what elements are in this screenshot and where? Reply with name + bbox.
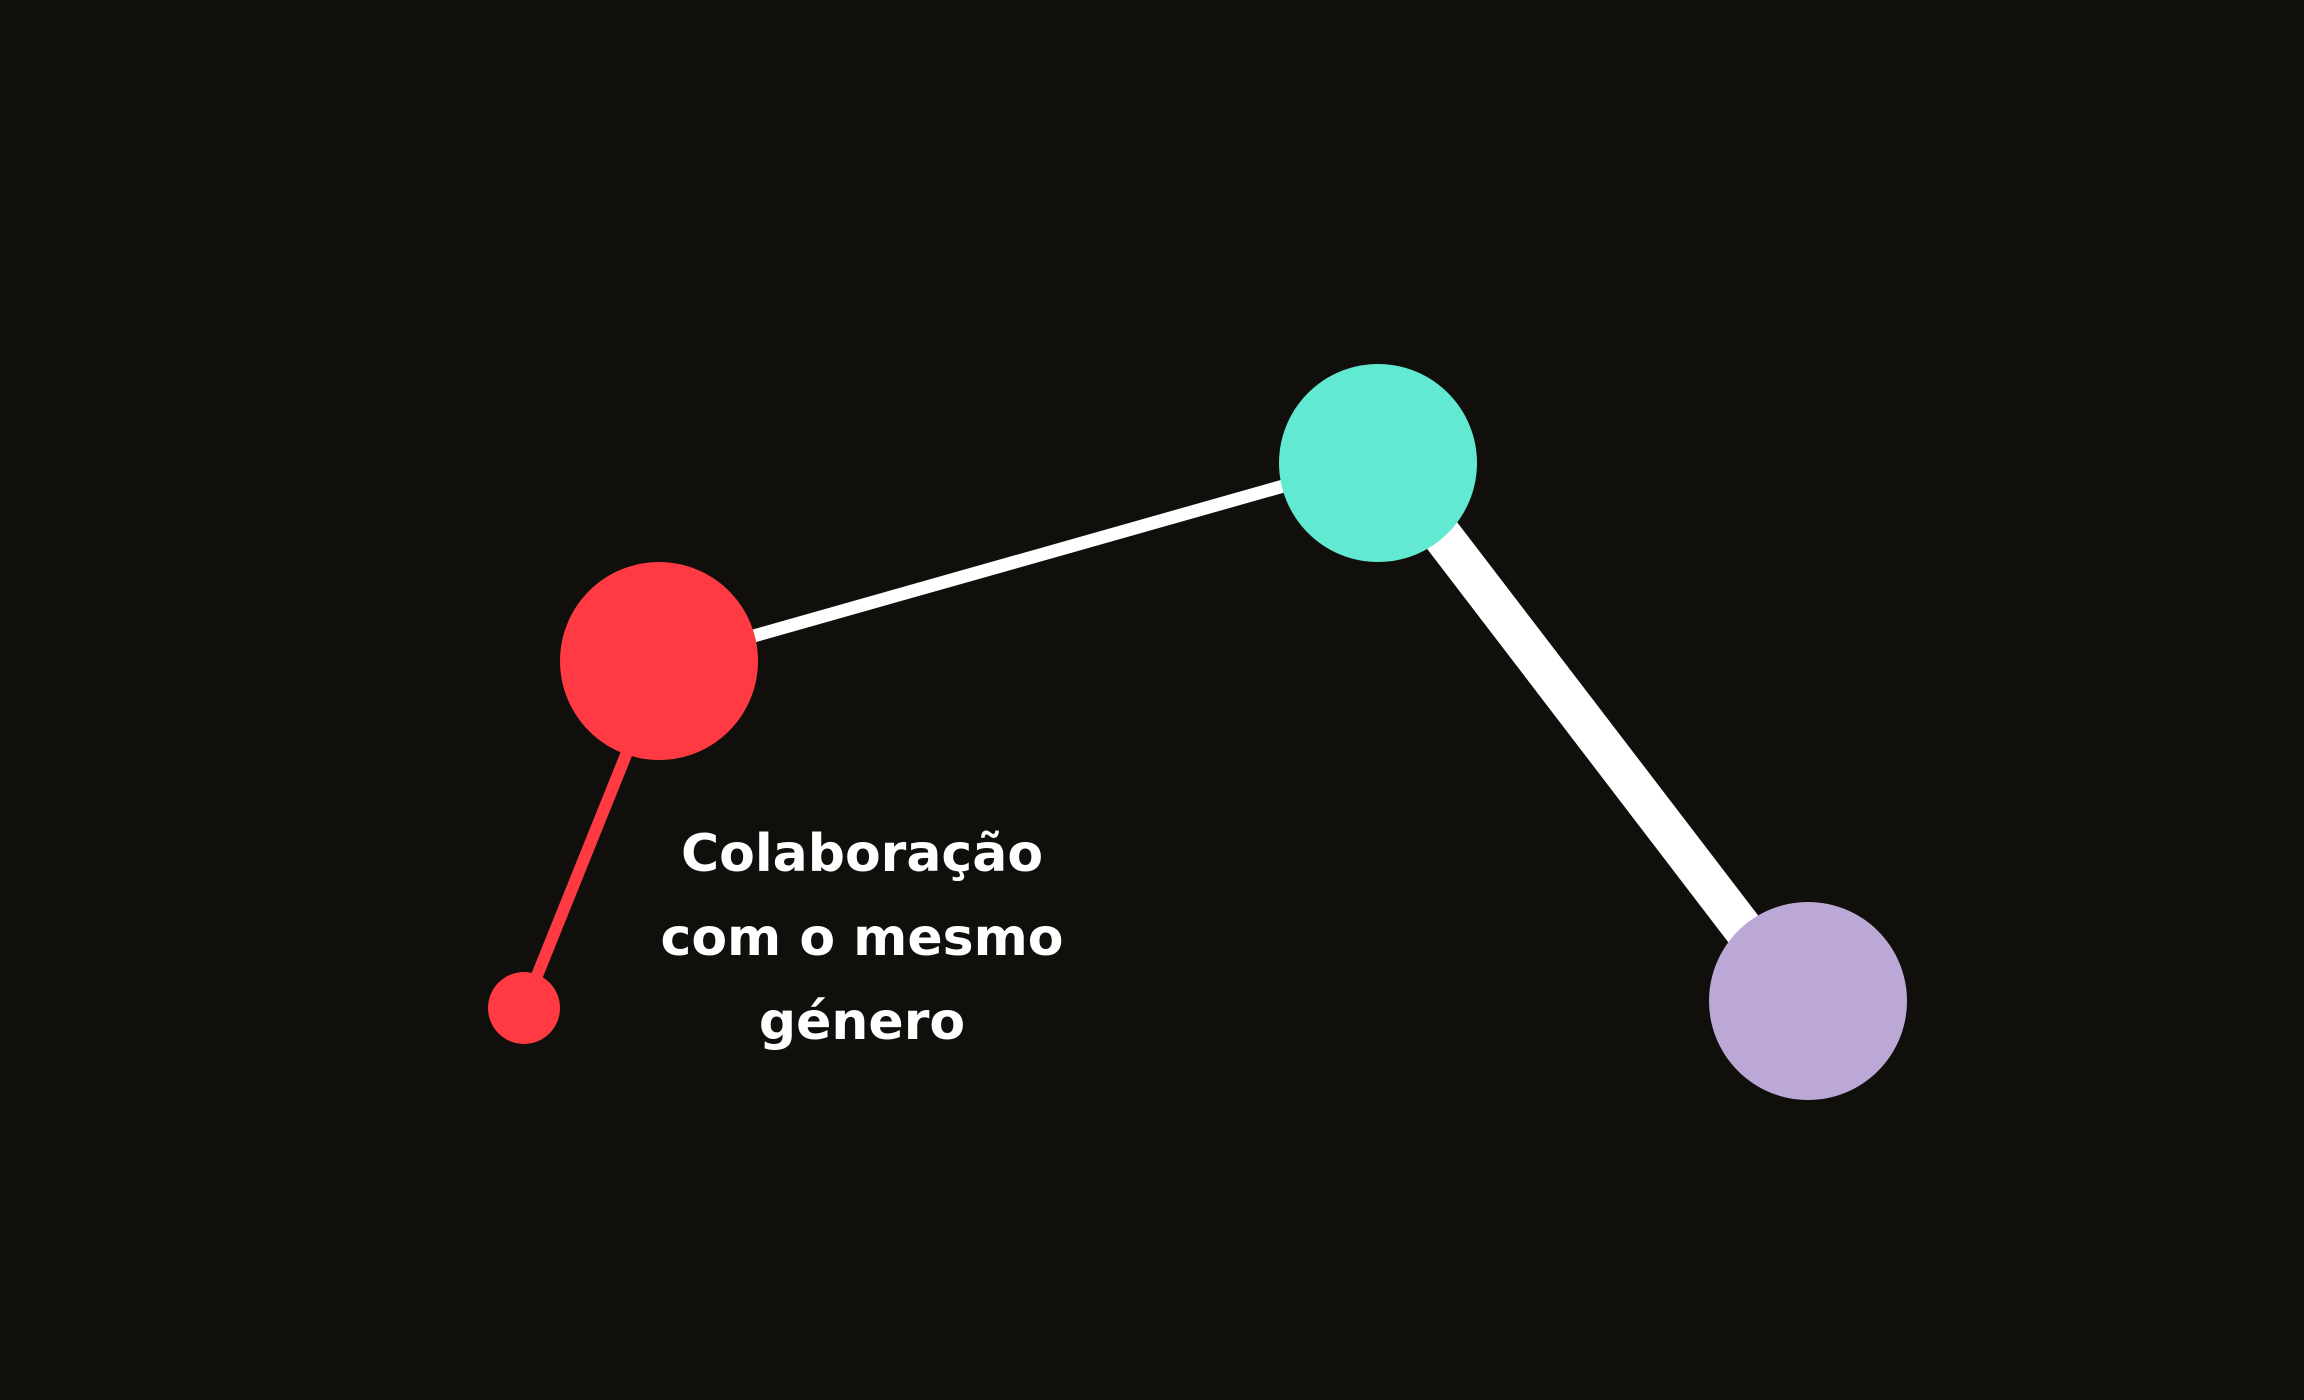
node-teal: [1279, 364, 1477, 562]
caption-line-3: género: [758, 992, 966, 1052]
node-red-large: [560, 562, 758, 760]
caption-line-1: Colaboração: [680, 824, 1044, 884]
node-lavender: [1709, 902, 1907, 1100]
edge-red-small-to-red-large: [518, 727, 642, 1011]
node-red-small: [488, 972, 560, 1044]
caption-line-2: com o mesmo: [660, 908, 1064, 968]
edge-red-large-to-teal: [688, 463, 1342, 661]
caption-label: Colaboração com o mesmo género: [612, 812, 1112, 1064]
edge-teal-to-lavender: [1389, 474, 1806, 1003]
